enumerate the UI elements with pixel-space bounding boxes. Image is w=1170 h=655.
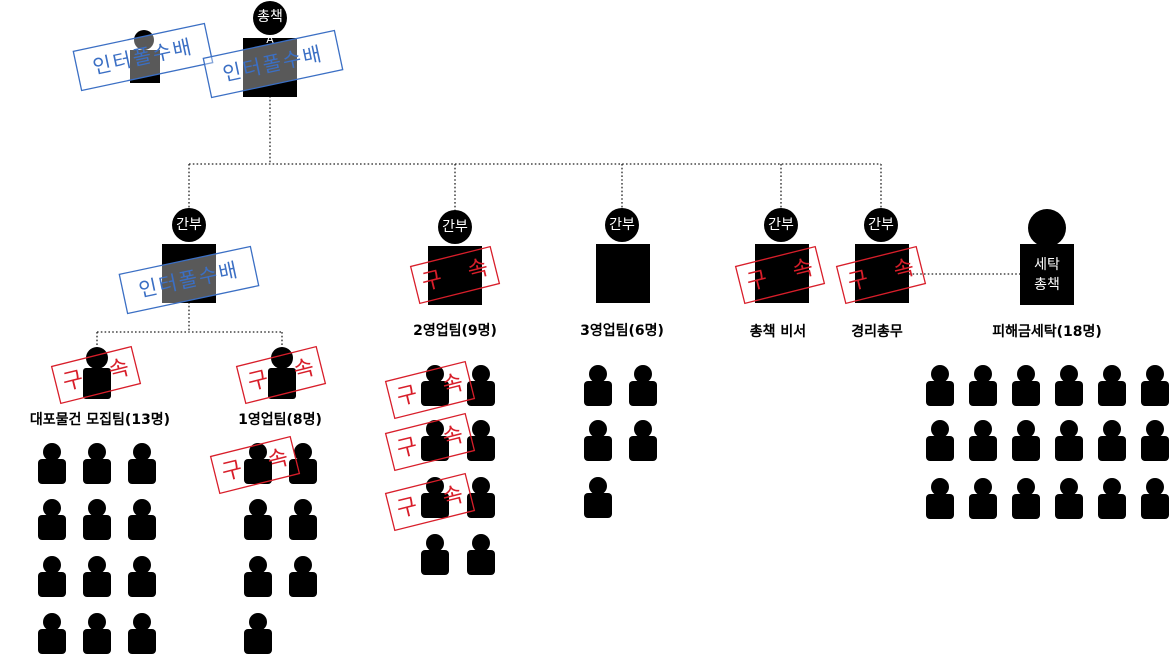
member-figure: [1141, 365, 1169, 406]
member-figure: [83, 613, 111, 654]
member-figure: [467, 534, 495, 575]
connector-lines: [96, 96, 1020, 352]
members-laundering: [926, 365, 1169, 519]
member-figure: [969, 478, 997, 519]
member-figure: [38, 499, 66, 540]
team-label-secretary: 총책 비서: [750, 324, 806, 340]
member-figure: [1012, 365, 1040, 406]
laundering-chief-figure: [1020, 209, 1074, 305]
executive-figure: [596, 208, 650, 303]
team-label-recruit: 대포물건 모집팀(13명): [30, 411, 170, 428]
member-figure: [244, 613, 272, 654]
member-figure: [926, 478, 954, 519]
leader-role-label: 총책: [257, 9, 283, 25]
arrest-stamp: 구 속: [384, 412, 476, 472]
executive-figure: [755, 208, 809, 303]
executive-figure: [855, 208, 909, 303]
member-figure: [1141, 478, 1169, 519]
member-figure: [1055, 478, 1083, 519]
member-figure: [969, 420, 997, 461]
member-figure: [244, 556, 272, 597]
member-figure: [128, 556, 156, 597]
member-figure: [1055, 365, 1083, 406]
member-figure: [289, 556, 317, 597]
member-figure: [926, 365, 954, 406]
member-figure: [38, 556, 66, 597]
arrest-stamp: 구 속: [235, 345, 327, 405]
executive-recruit: 간부: [162, 208, 216, 303]
member-figure: [1141, 420, 1169, 461]
member-figure: [38, 443, 66, 484]
team-label-sales2: 2영업팀(9명): [413, 322, 497, 339]
arrest-stamp: 구 속: [50, 345, 142, 405]
member-figure: [128, 443, 156, 484]
member-figure: [83, 499, 111, 540]
member-figure: [83, 443, 111, 484]
member-figure: [926, 420, 954, 461]
team-label-sales3: 3영업팀(6명): [580, 322, 664, 339]
team-head-recruit: [83, 347, 111, 399]
arrest-stamp: 구 속: [409, 245, 501, 305]
member-figure: [38, 613, 66, 654]
executive-role-label: 간부: [609, 217, 635, 233]
members-recruit: [38, 443, 156, 654]
executive-accounting: 간부: [855, 208, 909, 303]
member-figure: [83, 556, 111, 597]
leader-sublabel: A: [266, 33, 274, 46]
member-figure: [969, 365, 997, 406]
team-label-laundering: 피해금세탁(18명): [992, 323, 1102, 340]
member-figure: [1055, 420, 1083, 461]
member-figure: [584, 477, 612, 518]
executive-role-label: 간부: [768, 217, 794, 233]
executive-secretary: 간부: [755, 208, 809, 303]
member-figure: [1012, 478, 1040, 519]
member-figure: [421, 534, 449, 575]
members-sales3: [584, 365, 657, 518]
member-figure: [289, 499, 317, 540]
member-figure: [629, 420, 657, 461]
team-head-sales1: [268, 347, 296, 399]
member-figure: [128, 613, 156, 654]
member-figure: [128, 499, 156, 540]
arrest-stamp: 구 속: [835, 245, 927, 305]
member-figure: [584, 420, 612, 461]
arrest-stamp: 구 속: [209, 435, 301, 495]
member-figure: [1098, 420, 1126, 461]
laundering-chief: 세탁 총책: [1020, 209, 1074, 305]
member-figure: [244, 499, 272, 540]
executive-sales3: 간부: [596, 208, 650, 303]
executive-role-label: 간부: [176, 217, 202, 233]
executive-role-label: 간부: [442, 219, 468, 235]
executive-figure: [162, 208, 216, 303]
member-figure: [1098, 478, 1126, 519]
team-label-sales1: 1영업팀(8명): [238, 411, 322, 428]
member-figure: [1012, 420, 1040, 461]
team-label-accounting: 경리총무: [851, 323, 903, 340]
arrest-stamp: 구 속: [384, 360, 476, 420]
laundering-role-line1: 세탁: [1034, 257, 1060, 273]
arrest-stamp: 구 속: [384, 472, 476, 532]
member-figure: [584, 365, 612, 406]
laundering-role-line2: 총책: [1034, 277, 1060, 293]
member-figure: [1098, 365, 1126, 406]
arrest-stamp: 구 속: [734, 245, 826, 305]
member-figure: [629, 365, 657, 406]
executive-role-label: 간부: [868, 217, 894, 233]
